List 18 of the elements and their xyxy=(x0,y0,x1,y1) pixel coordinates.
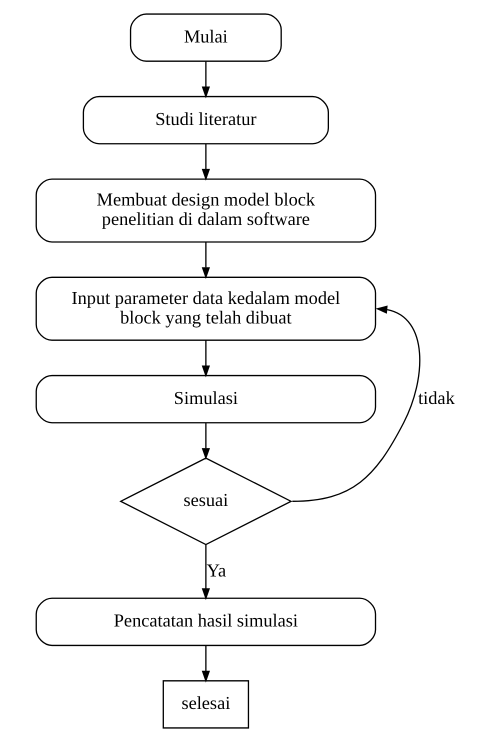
arrow xyxy=(292,306,420,502)
arrow xyxy=(201,544,210,600)
node-diamond: sesuai xyxy=(118,457,292,546)
arrow xyxy=(201,423,210,460)
node-box: selesai xyxy=(162,680,249,729)
edge-label: Ya xyxy=(206,560,226,580)
arrow xyxy=(201,340,210,378)
arrow xyxy=(201,62,210,98)
node-box: Input parameter data kedalam model block yang telah dibuat xyxy=(35,276,376,341)
edge-label: tidak xyxy=(418,388,454,408)
node-box: Membuat design model block penelitian di dalam software xyxy=(35,178,376,243)
arrow xyxy=(201,242,210,280)
node-box: Pencatatan hasil simulasi xyxy=(35,598,376,646)
arrow xyxy=(201,646,210,683)
node-box: Studi literatur xyxy=(82,96,328,144)
node-box: Mulai xyxy=(129,13,282,62)
arrow xyxy=(201,144,210,181)
node-box: Simulasi xyxy=(35,374,376,424)
